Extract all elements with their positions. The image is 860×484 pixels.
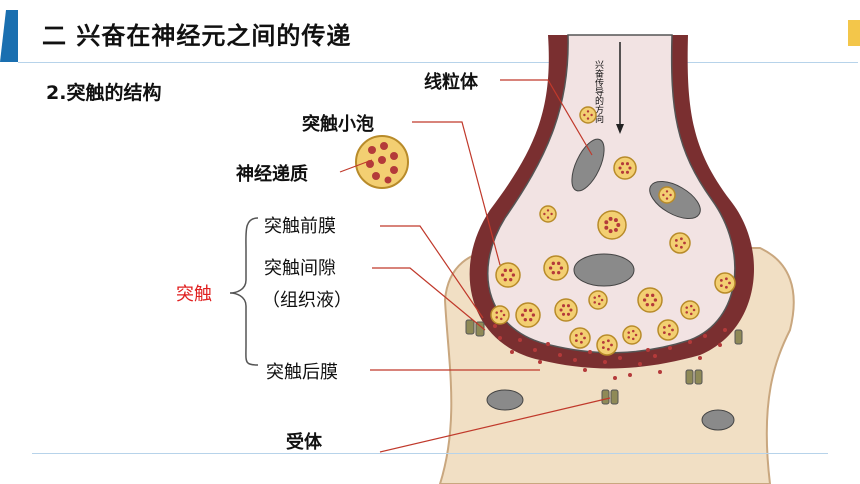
leader-lines (339, 79, 611, 453)
label-mitochondria: 线粒体 (424, 72, 478, 93)
mitochondria-group (486, 138, 735, 431)
vesicle-group (490, 106, 736, 356)
axon-direction-label: 兴奋传导的方向 (593, 60, 604, 123)
label-receptor: 受体 (286, 432, 322, 453)
neurotransmitter-dots (493, 324, 727, 380)
label-synapse: 突触 (176, 284, 212, 305)
label-tissue-fluid: （组织液） (262, 290, 352, 311)
label-synaptic-cleft: 突触间隙 (264, 258, 336, 279)
label-synaptic-vesicle: 突触小泡 (302, 114, 374, 135)
receptor-group (465, 319, 743, 405)
header-bar (18, 10, 858, 63)
label-neurotransmitter: 神经递质 (236, 164, 308, 185)
label-postsynaptic-membrane: 突触后膜 (266, 362, 338, 383)
bottom-divider (32, 453, 828, 454)
header-accent-bar (0, 10, 18, 62)
corner-tab (848, 20, 860, 46)
synapse-brace (229, 217, 259, 366)
label-presynaptic-membrane: 突触前膜 (264, 216, 336, 237)
section-title: 2.突触的结构 (46, 82, 162, 104)
page-title: 二 兴奋在神经元之间的传递 (42, 22, 352, 50)
